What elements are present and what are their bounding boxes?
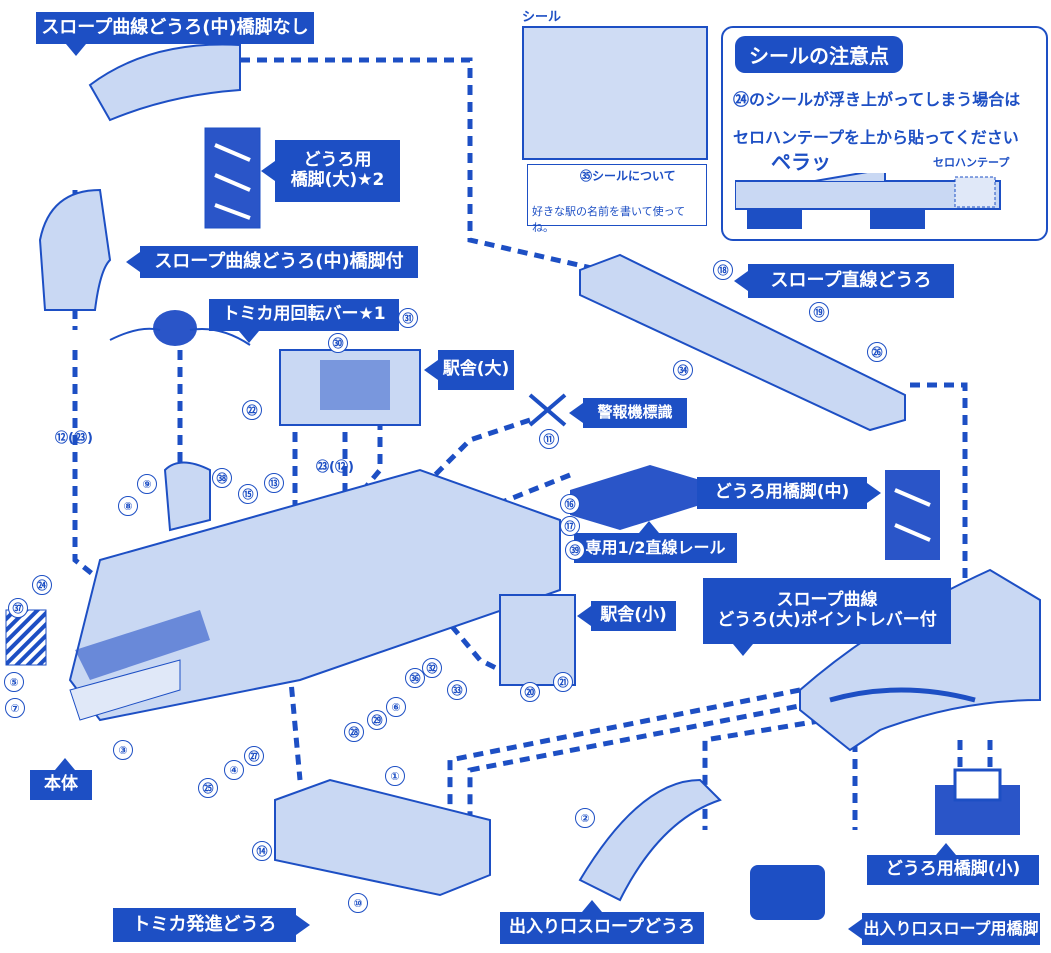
callout-27: ㉗ (244, 746, 264, 766)
callout-23-12: ㉓(⑫) (316, 460, 354, 475)
label-slope-straight-road: スロープ直線どうろ (734, 264, 954, 298)
callout-16: ⑯ (560, 494, 580, 514)
label-entrance-slope-pier: 出入り口スロープ用橋脚 (848, 913, 1040, 945)
main-body-part (68, 468, 561, 722)
sticker-note-body: 好きな駅の名前を書いて使ってね。 (532, 205, 686, 234)
dedicated-half-rail-part (570, 465, 700, 530)
callout-19: ⑲ (809, 302, 829, 322)
label-slope-curve-mid-no-pier: スロープ曲線どうろ(中)橋脚なし (36, 12, 314, 56)
road-pier-mid-part (885, 470, 940, 560)
callout-6: ⑥ (386, 697, 406, 717)
label-station-large: 駅舎(大) (424, 350, 514, 390)
callout-3: ③ (113, 740, 133, 760)
callout-28: ㉘ (344, 722, 364, 742)
callout-18: ⑱ (713, 260, 733, 280)
entrance-slope-pier-part (750, 865, 825, 920)
callout-39: ㊴ (565, 540, 585, 560)
callout-21: ㉑ (553, 672, 573, 692)
station-small-part (499, 594, 576, 686)
caution-title: シールの注意点 (735, 36, 903, 73)
callout-37: ㊲ (8, 598, 28, 618)
sticker-sheet-image (522, 26, 708, 160)
label-dedicated-half-rail: 専用1/2直線レール (574, 521, 737, 563)
caution-line-2: セロハンテープを上から貼ってください (733, 128, 1019, 147)
caution-peratsu: ペラッ (771, 150, 831, 174)
callout-4: ④ (224, 760, 244, 780)
caution-box: シールの注意点 ㉔のシールが浮き上がってしまう場合は セロハンテープを上から貼っ… (721, 26, 1048, 241)
callout-33: ㉝ (447, 680, 467, 700)
label-slope-curve-large-line2: どうろ(大)ポイントレバー付 (717, 610, 937, 630)
callout-7: ⑦ (5, 698, 25, 718)
callout-20: ⑳ (520, 682, 540, 702)
label-main-body: 本体 (30, 758, 92, 800)
callout-17: ⑰ (560, 516, 580, 536)
label-tomica-launch-road: トミカ発進どうろ (113, 908, 310, 942)
callout-26: ㉖ (867, 342, 887, 362)
caution-line-1: ㉔のシールが浮き上がってしまう場合は (733, 90, 1021, 109)
slope-straight-road-part (579, 253, 906, 432)
label-road-pier-small: どうろ用橋脚(小) (867, 843, 1039, 885)
slope-curve-mid-no-pier-part (88, 43, 241, 122)
callout-14: ⑭ (252, 841, 272, 861)
callout-5: ⑤ (4, 672, 24, 692)
connector-left-body (72, 350, 102, 582)
callout-1: ① (385, 766, 405, 786)
label-slope-curve-mid-with-pier: スロープ曲線どうろ(中)橋脚付 (126, 246, 418, 278)
callout-31: ㉛ (398, 308, 418, 328)
callout-13: ⑬ (264, 473, 284, 493)
callout-32: ㉜ (422, 658, 442, 678)
callout-34: ㉞ (673, 360, 693, 380)
connector-launch (287, 669, 303, 781)
warning-sign-part (528, 393, 567, 427)
caution-tape: セロハンテープ (933, 156, 1010, 169)
callout-25: ㉕ (198, 778, 218, 798)
label-road-pier-large-line2: 橋脚(大)★2 (290, 170, 385, 190)
callout-24: ㉔ (32, 575, 52, 595)
callout-8: ⑧ (118, 496, 138, 516)
label-tomica-rotating-bar: トミカ用回転バー★1 (209, 299, 399, 343)
label-entrance-slope-road: 出入り口スロープどうろ (500, 900, 704, 944)
label-slope-curve-large: スロープ曲線どうろ(大)ポイントレバー付 (703, 578, 951, 656)
sticker-note-title: ㉟シールについて (580, 169, 676, 183)
sticker-title: シール (522, 10, 562, 25)
callout-38: ㊳ (212, 468, 232, 488)
callout-10: ⑩ (348, 893, 368, 913)
label-road-pier-large-line1: どうろ用 (303, 150, 372, 171)
connector-slope-top (240, 57, 601, 273)
tomica-launch-road-part (274, 778, 491, 897)
slope-curve-large-part (799, 568, 1041, 752)
callout-30: ㉚ (328, 333, 348, 353)
callout-12-23: ⑫(㉓) (55, 431, 93, 446)
callout-22: ㉒ (242, 400, 262, 420)
label-road-pier-large: どうろ用橋脚(大)★2 (261, 140, 400, 202)
label-slope-curve-large-line1: スロープ曲線 (776, 590, 878, 611)
callout-2: ② (575, 808, 595, 828)
slope-curve-mid-with-pier-part (38, 188, 112, 311)
connector-right (910, 382, 968, 580)
label-road-pier-mid: どうろ用橋脚(中) (697, 477, 881, 509)
callout-11: ⑪ (539, 429, 559, 449)
label-station-small: 駅舎(小) (577, 601, 676, 631)
callout-9: ⑨ (137, 474, 157, 494)
label-warning-sign: 警報機標識 (569, 398, 687, 428)
callout-29: ㉙ (367, 710, 387, 730)
callout-36: ㊱ (405, 668, 425, 688)
caution-illustration (735, 173, 1001, 229)
sticker-note-box: ㉟シールについて 好きな駅の名前を書いて使ってね。 (527, 164, 707, 234)
entrance-slope-road-part (578, 778, 722, 902)
callout-15: ⑮ (238, 484, 258, 504)
